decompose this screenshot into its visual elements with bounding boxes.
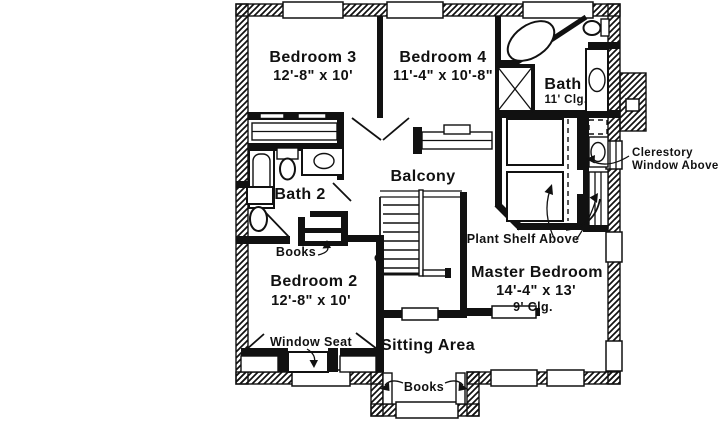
stairs [374,189,462,278]
landing-rail [422,269,448,277]
labels: Bedroom 3 12'-8" x 10' Bedroom 4 11'-4" … [269,49,718,394]
bath2-toilet [276,147,299,181]
plant-shelf-arrow-closet [546,189,556,241]
master-closet-door-arc [565,198,601,231]
bedroom3-door-swing [351,117,382,141]
wall-right [607,3,621,385]
books-bay-arrow-right [444,380,464,386]
books-bay-arrow-left [384,380,404,386]
wall-closet-right-upper [577,110,584,170]
sitting-opening [491,305,537,319]
bedroom4-dims: 11'-4" x 10'-8" [393,68,493,84]
clerestory-label-line1: Clerestory [632,147,693,159]
window-bedroom3 [282,1,344,19]
bedroom2-label: Bedroom 2 [270,273,357,290]
bedroom4-label: Bedroom 4 [399,49,486,66]
stair-treads [383,204,419,269]
wall-bed2-top-left [236,236,290,244]
master-bedroom-ceiling: 9' Clg. [513,300,553,314]
chimney-flue [625,98,640,112]
stair-opening [401,307,439,321]
closet-door-a [259,112,285,120]
stair-stringer [418,189,424,277]
bath2-bookshelf [298,211,348,246]
shower-stall [495,64,535,114]
newel-post [374,253,384,263]
wall-closet-right-lower [577,194,584,230]
window-master-b [546,369,585,387]
bath2-fixtures [246,147,344,232]
window-master-right-mid [605,231,623,263]
bedroom3-dims: 12'-8" x 10' [273,68,353,84]
wall-bath2-right [337,112,344,180]
wall-bath-toilet-vanity [588,42,620,49]
wall-tub-platform [495,60,516,67]
master-bedroom-label: Master Bedroom [471,264,603,281]
clerestory-arrow [591,155,630,165]
pocket-door [588,119,608,135]
bath2-label: Bath 2 [274,186,325,203]
master-bath-fixtures [495,18,610,114]
window-seat-tick-left [246,333,265,350]
wall-stair-right [460,192,467,318]
window-bath [522,1,594,19]
master-toilet [582,18,610,37]
balcony-label: Balcony [390,168,455,185]
wall-bed3-bed4 [377,16,383,118]
window-seat-bench [287,351,329,373]
bedroom3-closet-shelf [251,122,338,141]
plant-shelf-arrow-dressing [575,198,597,241]
wall-bath-bottom [495,110,620,118]
master-closet [506,118,569,222]
window-master-right-low [605,340,623,372]
wall-bed2-stair [376,242,384,372]
master-bedroom-dims: 14'-4" x 13' [496,283,576,299]
door-swings [246,117,601,350]
bedroom2-door-swing [265,212,290,238]
sitting-area-label: Sitting Area [381,337,475,354]
wall-closet-left [495,110,502,207]
window-seat-label: Window Seat [270,335,353,349]
bath-label: Bath [544,76,581,93]
window-seat-tick-right [355,332,378,350]
wall-bottom-right [466,371,621,385]
wall-bed3-closet-top [248,112,343,120]
books-hall-label: Books [276,245,316,259]
annotation-arrows [306,155,630,391]
bath-ceiling: 11' Clg. [544,94,587,106]
bedroom4-door-swing [382,117,410,141]
wall-closet-bottom [517,223,585,230]
bath2-door-swing [332,182,352,202]
clerestory-label-line2: Window Above [632,160,719,172]
wall-closet-bath2 [248,143,343,151]
wall-bed2-top-right [344,235,384,242]
master-vanity [585,48,609,113]
window-bay [395,401,459,419]
toilet-compartment [246,186,274,232]
window-master-a [490,369,538,387]
plant-shelf-label: Plant Shelf Above [467,232,580,246]
bath2-vanity [301,147,344,176]
closet-door-b [297,112,327,120]
master-tub [506,20,556,62]
books-bay-label: Books [404,380,444,394]
balcony-rail-shelf [413,124,493,154]
wall-dressing-left [583,118,589,232]
window-bedroom4 [386,1,444,19]
window-seat-assembly [240,348,377,373]
bedroom2-dims: 12'-8" x 10' [271,293,351,309]
linen-cabinet [588,171,609,229]
bedroom3-label: Bedroom 3 [269,49,356,66]
